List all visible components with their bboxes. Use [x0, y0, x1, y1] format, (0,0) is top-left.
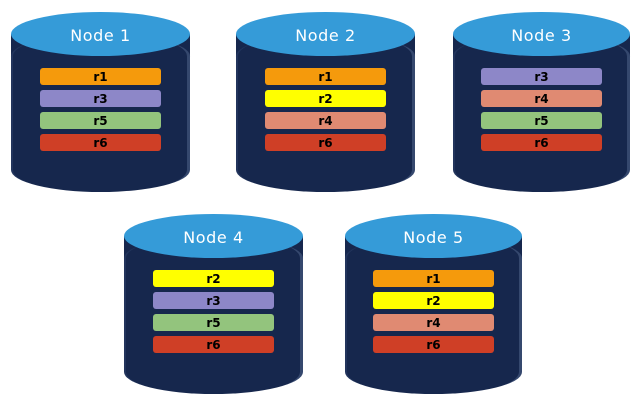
replica-bar-r6[interactable]: r6	[264, 134, 387, 151]
node-label: Node 1	[70, 25, 131, 45]
replica-bar-r5[interactable]: r5	[481, 112, 602, 129]
node-4[interactable]: Node 4 r2 r3 r5 r6	[124, 214, 303, 394]
cylinder-top-ellipse: Node 5	[345, 214, 522, 258]
node-5[interactable]: Node 5 r1 r2 r4 r6	[345, 214, 522, 394]
replica-list: r1 r2 r4 r6	[345, 270, 522, 353]
node-label: Node 3	[511, 25, 572, 45]
replica-bar-r1[interactable]: r1	[264, 68, 387, 85]
node-label: Node 4	[183, 227, 244, 247]
node-label: Node 5	[403, 227, 464, 247]
replica-list: r2 r3 r5 r6	[124, 270, 303, 353]
replica-bar-r1[interactable]: r1	[373, 270, 494, 287]
node-3[interactable]: Node 3 r3 r4 r5 r6	[453, 12, 630, 192]
replica-bar-r2[interactable]: r2	[264, 90, 387, 107]
node-label: Node 2	[295, 25, 356, 45]
replica-bar-r4[interactable]: r4	[373, 314, 494, 331]
replica-list: r1 r2 r4 r6	[236, 68, 415, 151]
replica-bar-r1[interactable]: r1	[39, 68, 162, 85]
replica-bar-r3[interactable]: r3	[152, 292, 275, 309]
replica-bar-r2[interactable]: r2	[152, 270, 275, 287]
replica-bar-r4[interactable]: r4	[481, 90, 602, 107]
node-2[interactable]: Node 2 r1 r2 r4 r6	[236, 12, 415, 192]
replica-bar-r6[interactable]: r6	[481, 134, 602, 151]
replica-bar-r6[interactable]: r6	[39, 134, 162, 151]
replica-bar-r4[interactable]: r4	[264, 112, 387, 129]
node-1[interactable]: Node 1 r1 r3 r5 r6	[11, 12, 190, 192]
replica-bar-r6[interactable]: r6	[373, 336, 494, 353]
replica-bar-r5[interactable]: r5	[39, 112, 162, 129]
cylinder-top-ellipse: Node 2	[236, 12, 415, 56]
cylinder-top-ellipse: Node 1	[11, 12, 190, 56]
replica-bar-r6[interactable]: r6	[152, 336, 275, 353]
replica-list: r3 r4 r5 r6	[453, 68, 630, 151]
replica-bar-r3[interactable]: r3	[39, 90, 162, 107]
cylinder-top-ellipse: Node 4	[124, 214, 303, 258]
replica-list: r1 r3 r5 r6	[11, 68, 190, 151]
replica-bar-r3[interactable]: r3	[481, 68, 602, 85]
replica-bar-r5[interactable]: r5	[152, 314, 275, 331]
cylinder-top-ellipse: Node 3	[453, 12, 630, 56]
replica-bar-r2[interactable]: r2	[373, 292, 494, 309]
